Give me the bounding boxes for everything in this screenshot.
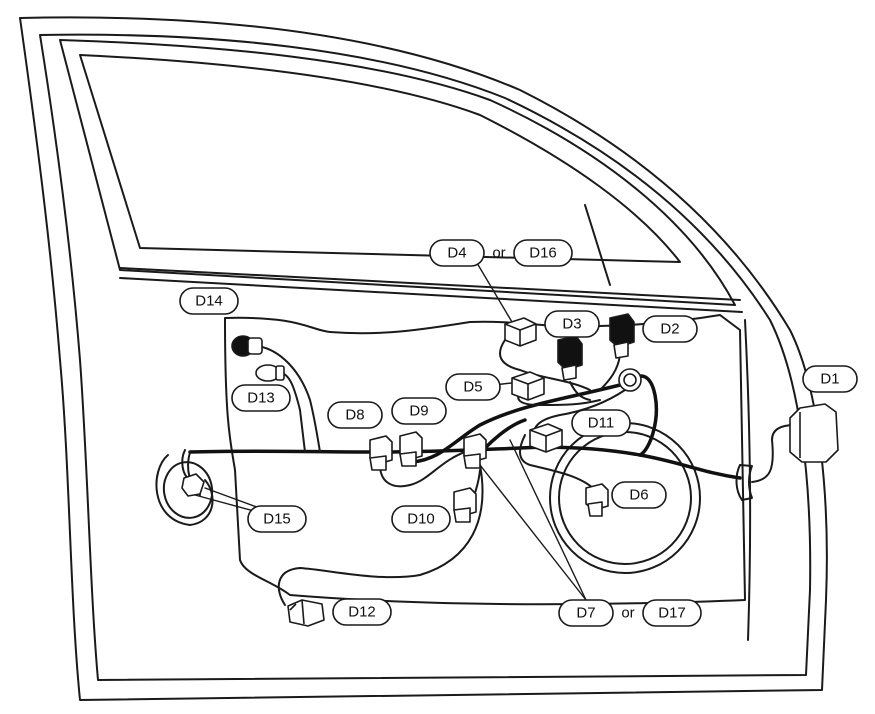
label-pill-d17 (642, 599, 702, 627)
leader-d15 (204, 487, 266, 511)
leader-d7 (479, 464, 587, 601)
label-d15: D15 (263, 511, 291, 528)
label-pill-d2 (642, 315, 698, 343)
label-pill-d9 (391, 397, 447, 425)
leader-d7b (509, 439, 587, 601)
label-pill-d4 (429, 239, 485, 267)
label-pill-d10 (391, 505, 451, 533)
connector-d12 (287, 599, 325, 627)
label-pill-d1 (802, 365, 858, 393)
connector-d1 (789, 403, 839, 463)
label-pill-d15 (247, 505, 307, 533)
label-d16: D16 (529, 245, 557, 262)
connector-d6 (585, 483, 609, 517)
connector-d4 (504, 317, 537, 347)
main-harness (188, 445, 742, 480)
connector-d5 (511, 371, 545, 401)
label-or-d4-d16: or (492, 245, 505, 262)
label-d7: D7 (576, 605, 595, 622)
label-pill-d11 (571, 409, 631, 437)
label-pill-d13 (231, 384, 291, 412)
label-d5: D5 (463, 379, 482, 396)
label-d3: D3 (562, 316, 581, 333)
inner-panel (224, 314, 746, 606)
label-pill-d6 (611, 481, 667, 509)
label-d2: D2 (660, 321, 679, 338)
window-divider (584, 204, 611, 286)
window-sill-lower (119, 277, 743, 313)
door-outer-outline (19, 16, 828, 701)
d1-lead (751, 424, 796, 483)
wire-d14 (257, 345, 321, 453)
wire-d3 (569, 381, 591, 401)
wire-d6 (519, 434, 596, 491)
handle-recess-lower (155, 454, 214, 526)
label-pill-d14 (179, 287, 239, 315)
label-or-d7-d17: or (621, 605, 634, 622)
wire-d2 (599, 354, 621, 391)
label-d8: D8 (345, 407, 364, 424)
label-pill-d5 (445, 373, 501, 401)
label-pill-d12 (332, 598, 392, 626)
wire-d8 (379, 449, 471, 488)
connector-d8 (369, 435, 393, 471)
door-inner-outline (39, 33, 812, 681)
window-glass (79, 54, 681, 263)
wire-d5 (517, 391, 601, 406)
connector-d13-base (275, 365, 285, 381)
connector-d10 (453, 487, 477, 523)
wire-d13 (279, 372, 306, 453)
label-d12: D12 (348, 604, 376, 621)
connector-d14-body (247, 337, 263, 355)
harness-grommet-inner (623, 373, 637, 387)
label-pill-d16 (513, 239, 573, 267)
label-d11: D11 (588, 415, 614, 432)
label-d9: D9 (409, 403, 428, 420)
label-d1: D1 (820, 371, 839, 388)
connector-d2 (609, 313, 635, 359)
connector-d7 (463, 433, 487, 469)
label-pill-d7 (558, 599, 614, 627)
connector-d3 (557, 335, 583, 381)
label-d4: D4 (447, 245, 466, 262)
label-d10: D10 (407, 511, 435, 528)
label-pill-d3 (544, 310, 600, 338)
harness-branch-d9 (410, 383, 622, 464)
window-sill (119, 267, 741, 301)
label-d6: D6 (629, 487, 648, 504)
connector-d11 (529, 423, 563, 453)
label-d14: D14 (195, 293, 223, 310)
wire-d12 (277, 464, 484, 606)
label-d17: D17 (658, 605, 686, 622)
label-pill-d8 (327, 401, 383, 429)
connector-d15 (181, 473, 205, 497)
label-d13: D13 (247, 390, 275, 407)
window-frame-outer (59, 39, 736, 306)
connector-d9 (399, 431, 423, 467)
leader-d4 (476, 262, 513, 323)
harness-branch-d5 (628, 374, 659, 457)
